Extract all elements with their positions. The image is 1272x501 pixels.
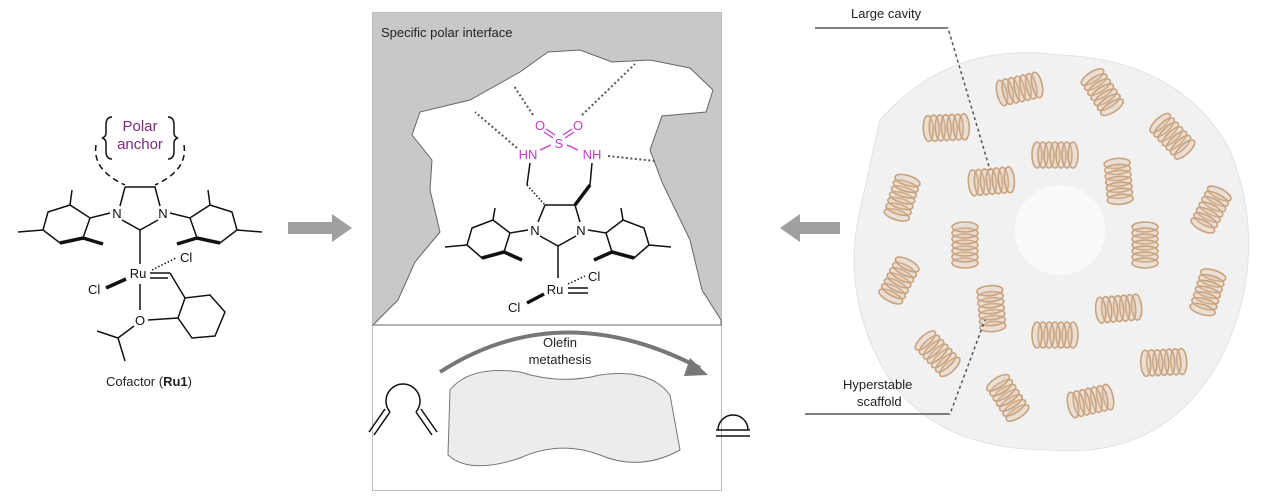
atom-cl: Cl [508,300,520,315]
ring-product [716,414,750,437]
atom-n: N [158,206,167,221]
atom-s: S [555,136,564,151]
right-arrow-icon [288,214,352,242]
scaffold-label-2: scaffold [857,394,902,409]
atom-cl: Cl [180,250,192,265]
left-arrow-icon [780,214,840,242]
helix [1149,112,1196,160]
cofactor-structure: Polar anchor N N Ru Cl Cl O Cofactor (Ru… [17,116,263,389]
atom-ru: Ru [547,282,564,297]
scaffold-label-1: Hyperstable [843,377,912,392]
atom-o: O [535,118,545,133]
helix [1066,383,1115,419]
helix [1080,68,1125,117]
right-brace [167,116,179,160]
helix [1139,347,1188,378]
helix [883,173,921,222]
reaction-arrow [438,330,701,374]
atom-o: O [573,118,583,133]
helix [1094,293,1143,324]
helix [1189,268,1227,317]
atom-o: O [135,313,145,328]
anchor-dashed-arc [94,144,186,186]
interface-panel: Specific polar interface O O S HN NH N N… [368,12,750,491]
left-brace [101,116,113,160]
helix [914,330,961,378]
helix [922,112,971,143]
helix [995,71,1044,107]
atom-n: N [530,223,539,238]
polar-anchor-label-1: Polar [122,118,157,135]
helix [985,373,1030,422]
helix [976,284,1007,333]
diene-substrate [368,383,438,436]
reaction-label-2: metathesis [529,352,592,367]
helix [878,256,920,305]
hydrogen-bonds [474,63,656,162]
arrowhead-icon [684,358,708,376]
protein-scaffold: Large cavity Hyperstable scaffold [805,6,1250,452]
atom-n: N [112,206,121,221]
cofactor-caption: Cofactor (Ru1) [106,374,192,389]
helix [967,166,1016,197]
helix [1190,185,1232,234]
helix [1031,321,1079,349]
atom-n: N [576,223,585,238]
large-cavity-label: Large cavity [851,6,922,21]
helix [951,221,979,269]
atom-hn: HN [519,147,538,162]
reaction-label-1: Olefin [543,335,577,350]
central-cavity [1015,185,1105,275]
scaffold-surface-patch [447,369,681,467]
helix [1131,221,1159,269]
atom-cl: Cl [88,282,100,297]
helix [1103,157,1134,206]
atom-cl: Cl [588,269,600,284]
atom-ru: Ru [130,266,147,281]
atom-nh: NH [583,147,602,162]
helix [1031,141,1079,169]
polar-anchor-label-2: anchor [117,136,163,153]
panel-title: Specific polar interface [381,25,513,40]
